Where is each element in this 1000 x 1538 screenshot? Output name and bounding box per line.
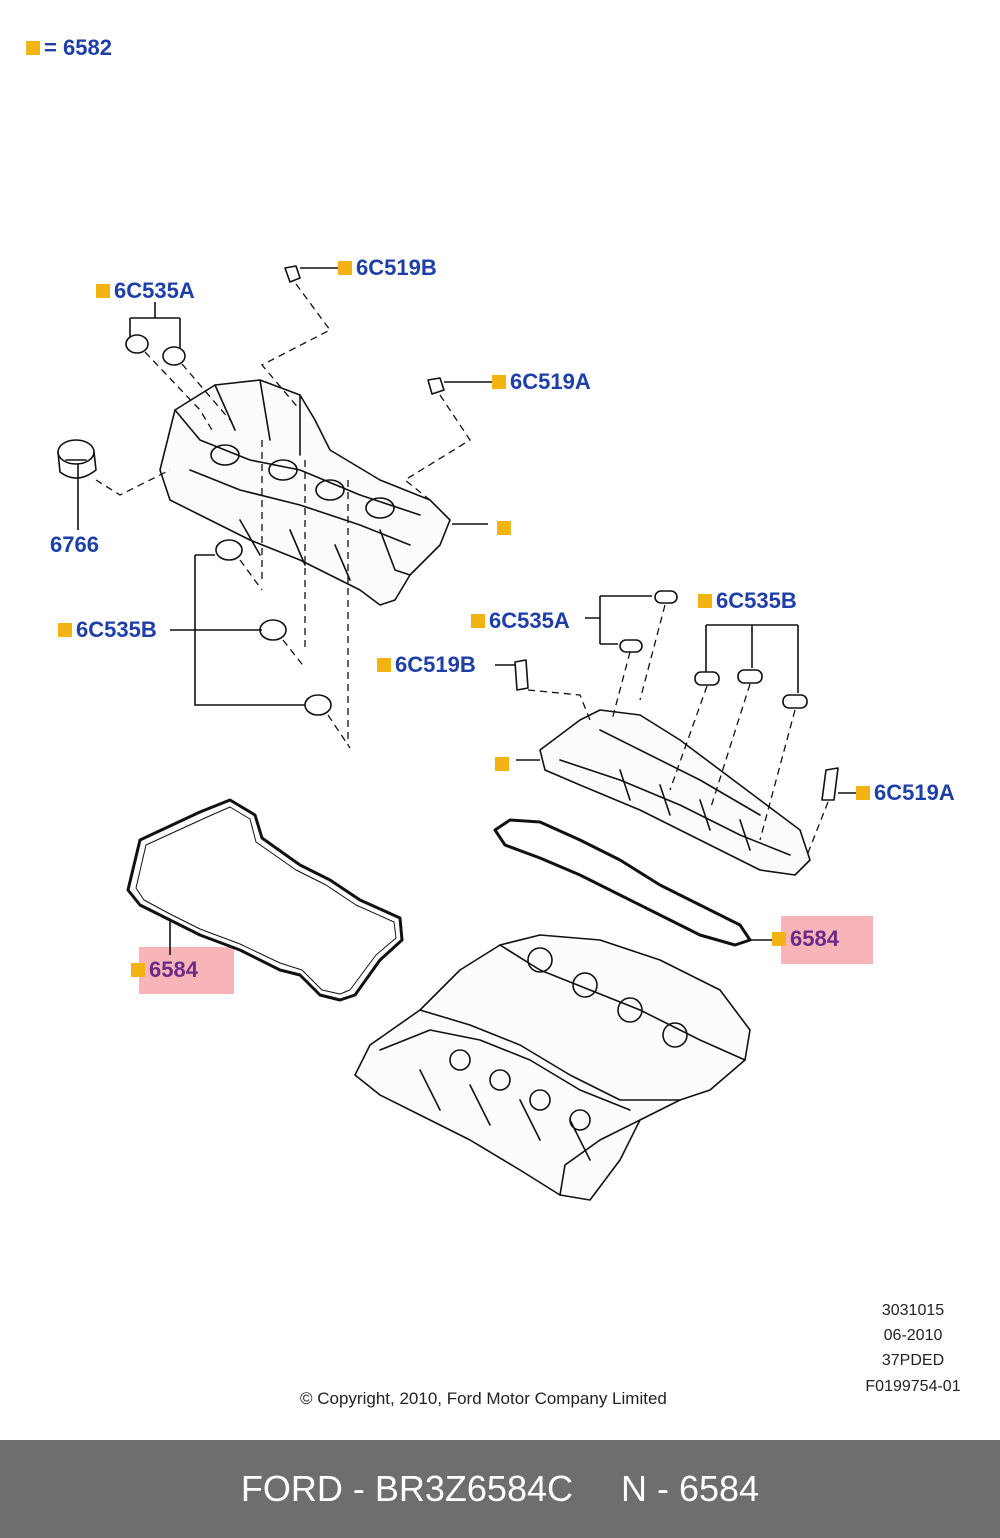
seal-b1 [215, 539, 243, 561]
seal-r3 [694, 671, 720, 686]
sensor-6c519a-top [427, 377, 445, 395]
footer-part-number: FORD - BR3Z6584C [240, 1468, 573, 1509]
callout-6c535b-left: 6C535B [58, 618, 157, 642]
seal-r1 [654, 590, 678, 604]
callout-6584-left: 6584 [131, 958, 198, 982]
valve-cover-right [539, 709, 811, 876]
seal-b2 [259, 619, 287, 641]
callout-6584-right: 6584 [772, 927, 839, 951]
legend: = 6582 [26, 36, 112, 60]
legend-code: 6582 [62, 35, 112, 60]
seal-a1 [125, 334, 149, 354]
seal-r2 [619, 639, 643, 653]
callout-6c519a-top: 6C519A [492, 370, 591, 394]
highlight-box-left [139, 947, 234, 994]
footer-reference: N - 6584 [621, 1468, 760, 1509]
oil-filler-cap [57, 439, 97, 479]
sensor-6c519b-top [284, 265, 301, 283]
gasket-left [126, 798, 404, 1002]
sensor-6c519a-right [821, 767, 839, 801]
seal-r5 [782, 694, 808, 709]
figure-id: F0199754-01 [865, 1378, 961, 1395]
seal-b3 [304, 694, 332, 716]
callout-square-right-cover [495, 752, 513, 776]
legend-swatch [26, 41, 40, 55]
seal-a2 [162, 346, 186, 366]
footer-bar: FORD - BR3Z6584C N - 6584 [0, 1440, 1000, 1538]
callout-6c519b-top: 6C519B [338, 256, 437, 280]
drawing-number: 3031015 [881, 1302, 945, 1319]
callout-6c519a-right: 6C519A [856, 781, 955, 805]
copyright-notice: © Copyright, 2010, Ford Motor Company Li… [300, 1389, 667, 1408]
callout-6766: 6766 [50, 532, 99, 557]
callout-6c535a-right: 6C535A [471, 609, 570, 633]
callout-square-left-cover [497, 516, 515, 540]
callout-6c535b-right: 6C535B [698, 589, 797, 613]
callout-6c519b-mid: 6C519B [377, 653, 476, 677]
seal-r4 [737, 669, 763, 684]
drawing-date: 06-2010 [883, 1327, 943, 1344]
drawing-code: 37PDED [881, 1352, 945, 1369]
gasket-left-inner [135, 806, 397, 995]
exploded-parts-diagram [57, 265, 856, 1201]
sensor-6c519b-mid [514, 659, 529, 691]
callout-6c535a-top: 6C535A [96, 279, 195, 303]
highlight-box-right [781, 916, 873, 964]
valve-cover-left [159, 379, 451, 606]
cylinder-head [354, 934, 751, 1201]
